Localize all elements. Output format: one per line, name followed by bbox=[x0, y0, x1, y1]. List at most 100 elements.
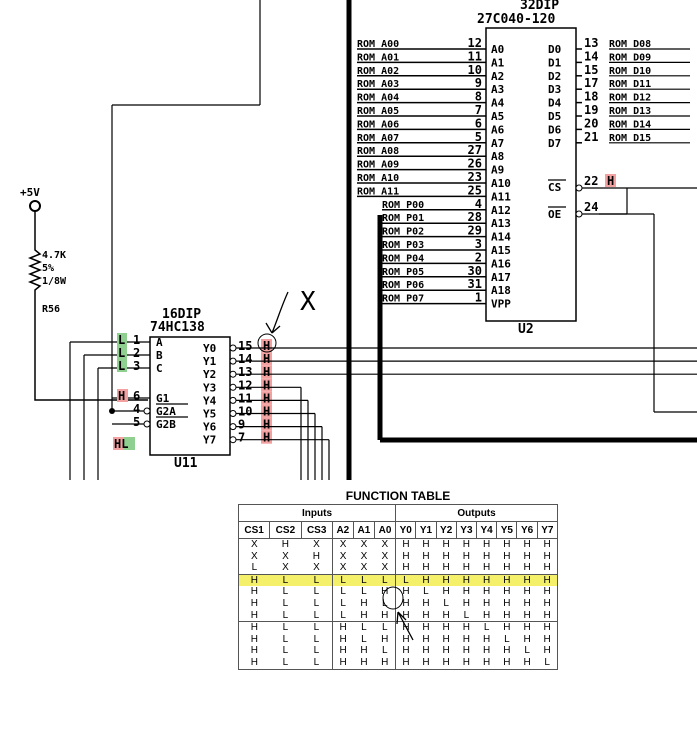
u2-left-pin-number: 25 bbox=[468, 183, 482, 197]
table-cell: L bbox=[476, 621, 497, 634]
u11-input-state: L bbox=[118, 346, 125, 360]
u11-output-state: H bbox=[263, 431, 270, 445]
u11-output-state: H bbox=[263, 391, 270, 405]
u2-left-pin-number: 11 bbox=[468, 49, 482, 63]
resistor-power: 1/8W bbox=[42, 276, 67, 287]
u2-left-net-label: ROM A11 bbox=[357, 186, 399, 197]
table-cell: H bbox=[360, 609, 368, 621]
table-cell: X bbox=[339, 550, 347, 562]
table-cell: H bbox=[250, 597, 258, 609]
column-header: CS1 bbox=[237, 521, 271, 539]
u11-output-pin-number: 14 bbox=[238, 352, 252, 366]
table-cell: H bbox=[442, 562, 450, 574]
table-cell: H bbox=[543, 550, 551, 562]
state-highlight-high bbox=[261, 365, 272, 379]
table-cell: H bbox=[543, 633, 551, 645]
state-highlight-low bbox=[117, 346, 127, 359]
u2-left-pin-name: A10 bbox=[491, 177, 511, 190]
u2-left-net-label: ROM A08 bbox=[357, 146, 399, 157]
u2-right-pin-number: 13 bbox=[584, 36, 598, 50]
table-cell: X bbox=[360, 562, 368, 574]
column-header: Y0 bbox=[395, 521, 417, 539]
u2-left-net-label: ROM A03 bbox=[357, 79, 399, 90]
table-cell: H bbox=[462, 656, 471, 668]
u2-left-net-label: ROM P07 bbox=[382, 294, 424, 305]
table-cell: H bbox=[422, 597, 430, 609]
function-table-title: FUNCTION TABLE bbox=[345, 489, 451, 503]
u2-left-net-label: ROM P01 bbox=[382, 213, 424, 224]
table-cell: H bbox=[374, 609, 397, 622]
table-cell: L bbox=[282, 609, 289, 621]
table-cell: H bbox=[543, 597, 551, 609]
u2-left-pin-number: 27 bbox=[468, 143, 482, 157]
state-highlight-high bbox=[113, 437, 124, 450]
table-cell: H bbox=[442, 586, 450, 598]
table-cell: H bbox=[422, 656, 430, 668]
u2-left-net-label: ROM P04 bbox=[382, 253, 424, 264]
state-highlight-high bbox=[117, 389, 128, 402]
table-cell: L bbox=[282, 633, 289, 645]
table-cell: H bbox=[523, 539, 531, 550]
table-cell: L bbox=[251, 562, 258, 574]
table-cell: H bbox=[360, 656, 368, 668]
table-cell: H bbox=[374, 586, 397, 598]
u11-enable-pin-number: 4 bbox=[133, 402, 140, 416]
table-cell: H bbox=[503, 550, 511, 562]
u11-output-pin-name: Y5 bbox=[203, 408, 216, 421]
inverter-bubble bbox=[143, 407, 151, 415]
u2-left-pin-name: A17 bbox=[491, 271, 511, 284]
inverter-bubble bbox=[143, 420, 151, 428]
column-header: Y1 bbox=[415, 521, 437, 539]
u2-right-net-label: ROM D13 bbox=[609, 106, 651, 117]
u11-chip-body bbox=[149, 336, 231, 456]
u11-input-pin-number: 1 bbox=[133, 333, 140, 347]
table-cell: H bbox=[462, 539, 471, 550]
state-highlight-high bbox=[261, 339, 272, 352]
table-cell: H bbox=[537, 621, 558, 634]
table-cell: L bbox=[340, 597, 346, 609]
state-highlight-high bbox=[261, 378, 272, 392]
state-highlight-high bbox=[261, 404, 272, 418]
table-cell: H bbox=[415, 621, 437, 634]
table-cell: X bbox=[374, 550, 397, 563]
u2-left-pin-name: A0 bbox=[491, 43, 504, 56]
table-cell: H bbox=[374, 656, 397, 670]
table-cell: H bbox=[496, 573, 517, 587]
column-header: Y5 bbox=[496, 521, 518, 539]
column-header: A1 bbox=[352, 521, 375, 539]
table-cell: H bbox=[523, 656, 531, 668]
table-cell: L bbox=[353, 621, 375, 634]
table-cell: H bbox=[250, 645, 258, 657]
table-cell: H bbox=[523, 597, 531, 609]
u2-right-pin-name: D5 bbox=[548, 110, 561, 123]
table-cell: H bbox=[395, 621, 416, 634]
u2-left-pin-name: A8 bbox=[491, 150, 504, 163]
table-cell: H bbox=[281, 539, 290, 550]
table-cell: L bbox=[340, 609, 346, 621]
table-cell: H bbox=[516, 621, 538, 634]
u2-right-pin-name: D7 bbox=[548, 137, 561, 150]
u2-left-pin-number: 23 bbox=[468, 170, 482, 184]
table-cell: H bbox=[250, 586, 258, 598]
table-cell: H bbox=[442, 645, 450, 657]
u2-package-label: 32DIP bbox=[520, 0, 559, 13]
table-cell: H bbox=[415, 573, 437, 587]
table-cell: H bbox=[523, 633, 531, 645]
u2-left-pin-name: A4 bbox=[491, 97, 505, 110]
u11-output-pin-number: 15 bbox=[238, 339, 252, 353]
table-cell: H bbox=[402, 633, 410, 645]
table-cell: H bbox=[339, 633, 347, 645]
table-cell: L bbox=[374, 597, 397, 610]
u2-right-net-label: ROM D08 bbox=[609, 39, 651, 50]
table-cell: L bbox=[374, 645, 397, 657]
u2-left-pin-name: A6 bbox=[491, 123, 505, 136]
table-cell: H bbox=[422, 539, 430, 550]
table-cell: H bbox=[543, 645, 551, 657]
u2-left-pin-name: A3 bbox=[491, 83, 504, 96]
table-cell: H bbox=[339, 645, 347, 657]
u2-cs-pin-name: CS bbox=[548, 181, 561, 194]
u2-left-pin-name: A9 bbox=[491, 164, 504, 177]
